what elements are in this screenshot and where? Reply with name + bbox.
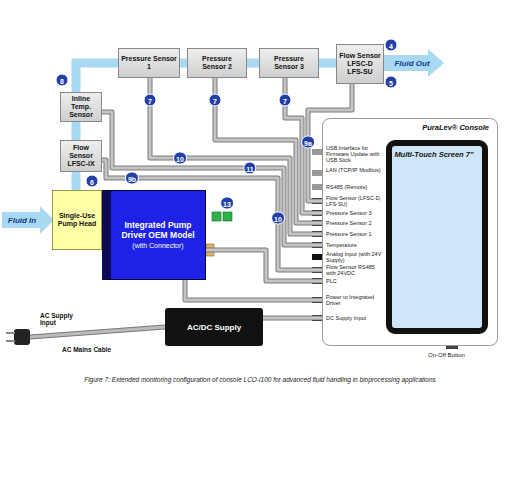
cable-outline (263, 316, 322, 321)
cable-outline (215, 78, 322, 223)
port-label: DC Supply Input (326, 315, 382, 321)
mains-plug (6, 329, 30, 345)
cable-core (185, 280, 322, 300)
cable-outline (206, 250, 322, 281)
callout-number: 4 (385, 39, 398, 52)
text-label: Fluid Out (394, 59, 429, 68)
fluid-pipe (76, 63, 118, 92)
green-connector (212, 212, 221, 221)
cable-outline (185, 280, 322, 300)
port-label: Temperature (326, 242, 382, 248)
sensor-box: Pressure Sensor 1 (118, 48, 180, 78)
driver-box: Integrated Pump Driver OEM Model (with Co… (102, 190, 206, 280)
pipe-line (76, 63, 118, 92)
acdc-box: AC/DC Supply (165, 308, 263, 346)
node-text: Inline Temp. Sensor (63, 95, 99, 119)
callout-number: 11 (243, 162, 256, 175)
pumphead-box: Single-Use Pump Head (52, 190, 102, 250)
cable-core (215, 78, 322, 223)
port-label: Pressure Sensor 3 (326, 210, 382, 216)
screen-box: Multi-Touch Screen 7" (386, 140, 488, 334)
callout-number: 5 (385, 76, 398, 89)
callout-number: 9a (301, 136, 315, 149)
sensor-cable (185, 280, 322, 300)
mains-cable (30, 327, 165, 337)
port-label: Pressure Sensor 1 (326, 231, 382, 237)
fluid-pipe (180, 63, 187, 64)
fluid-pipe (76, 122, 77, 140)
fluid-in-arrow (2, 206, 54, 234)
fluid-pipe (319, 63, 336, 64)
pipe-line (72, 172, 81, 190)
sensor-cable (263, 318, 322, 319)
callout-number: 6 (86, 175, 99, 188)
port-label: PLC (326, 278, 382, 284)
sensor-box: Flow Sensor LFSC-D LFS-SU (336, 44, 384, 84)
callout-number: 10 (271, 212, 285, 225)
fluid-pipe (247, 63, 259, 64)
node-text: (with Connector) (132, 242, 183, 250)
text-label: AC Supply Input (40, 312, 84, 326)
node-text: Pressure Sensor 2 (190, 55, 244, 71)
sensor-box: Inline Temp. Sensor (60, 92, 102, 122)
text-label: AC Mains Cable (62, 346, 132, 353)
port-label: Analog Input (with 24V Supply) (326, 251, 382, 263)
pipe-line (72, 122, 81, 140)
text-label: Fluid In (8, 216, 36, 225)
port-label: USB Interface for Firmware Update with U… (326, 145, 382, 163)
cable-core (263, 317, 322, 320)
sensor-box: Pressure Sensor 3 (259, 48, 319, 78)
callout-number: 9b (125, 172, 139, 185)
callout-number: 7 (279, 94, 292, 107)
fluid-out-arrow (384, 49, 444, 77)
callout-number: 7 (144, 94, 157, 107)
pipe-line (180, 59, 187, 68)
callout-number: 10 (173, 152, 187, 165)
text-label: On-Off Button (428, 352, 465, 358)
figure-caption: Figure 7: Extended monitoring configurat… (20, 376, 500, 383)
cable-core (206, 250, 322, 281)
node-text: Flow Sensor LFSC-iX (63, 144, 99, 168)
green-connector (223, 212, 232, 221)
node-text: Pressure Sensor 3 (262, 55, 316, 71)
node-text: Integrated Pump Driver OEM Model (114, 220, 202, 240)
port-label: Flow Sensor RS485 with 24VDC (326, 264, 382, 276)
port-label: Power to Integrated Driver (326, 294, 382, 306)
sensor-cable (215, 78, 322, 223)
mains-cable-core (30, 327, 165, 337)
callout-number: 7 (209, 94, 222, 107)
fluid-pipe (76, 172, 77, 190)
pipe-line (247, 59, 259, 68)
port-label: Flow Sensor (LFSC-D, LFS-SU) (326, 195, 382, 207)
callout-number: 8 (56, 74, 69, 87)
sensor-box: Pressure Sensor 2 (187, 48, 247, 78)
port-label: RS485 (Remote) (326, 184, 382, 190)
pipe-line (319, 59, 336, 68)
port-label: LAN (TCP/IP Modbus) (326, 167, 382, 173)
node-text: Multi-Touch Screen 7" (394, 150, 473, 159)
node-text: Pressure Sensor 1 (121, 55, 177, 71)
node-text: Flow Sensor LFSC-D LFS-SU (339, 52, 381, 76)
node-text: Single-Use Pump Head (55, 212, 99, 228)
node-text: PuraLev® Console (422, 123, 489, 132)
callout-number: 13 (220, 197, 234, 210)
node-text: AC/DC Supply (187, 323, 241, 332)
sensor-cable (206, 250, 322, 281)
port-label: Pressure Sensor 2 (326, 220, 382, 226)
sensor-box: Flow Sensor LFSC-iX (60, 140, 102, 172)
